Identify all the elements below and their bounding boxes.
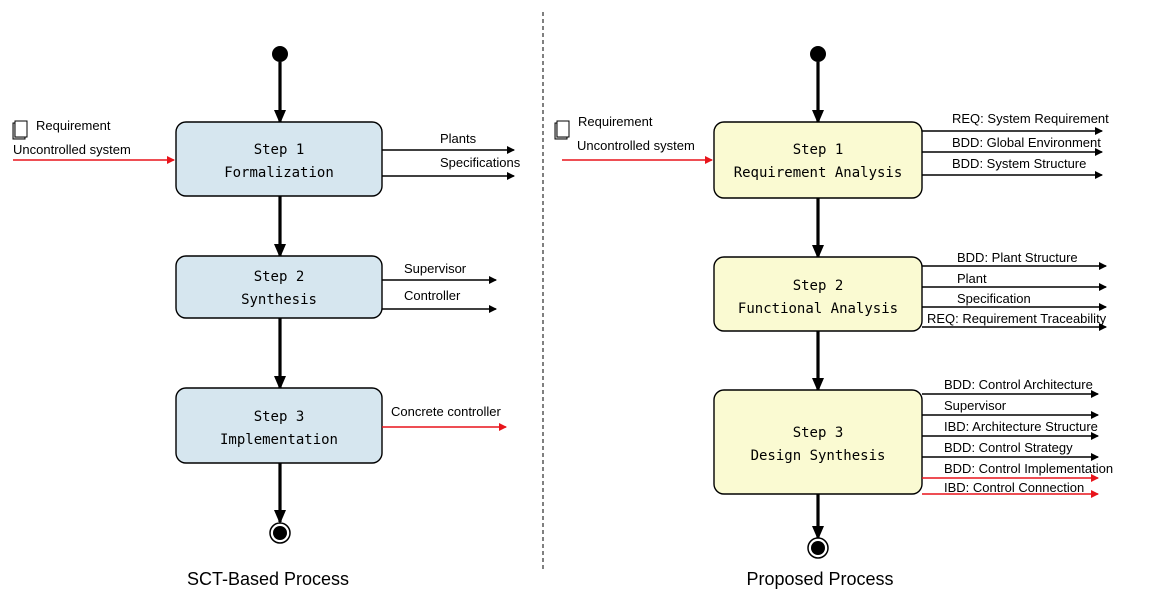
left-step1-title: Step 1 [254, 142, 305, 158]
right-step3-title: Step 3 [793, 425, 844, 441]
left-caption: SCT-Based Process [187, 569, 349, 589]
right-end-node [807, 537, 829, 559]
right-step3-output-2: IBD: Architecture Structure [944, 419, 1098, 434]
right-step2-name: Functional Analysis [738, 301, 898, 317]
left-step2-output-0: Supervisor [404, 261, 467, 276]
left-step2-box [175, 255, 383, 319]
left-step2-name: Synthesis [241, 292, 317, 308]
right-document-icon [554, 120, 570, 140]
right-step3-output-1: Supervisor [944, 398, 1007, 413]
right-step1-box [713, 121, 923, 199]
right-step3-name: Design Synthesis [751, 448, 886, 464]
left-step1-box [175, 121, 383, 197]
left-process: Requirement Uncontrolled system Step 1 F… [12, 46, 521, 589]
right-start-node [810, 46, 826, 62]
right-step1-output-1: BDD: Global Environment [952, 135, 1101, 150]
left-end-node [269, 522, 291, 544]
left-start-node [272, 46, 288, 62]
right-process: Requirement Uncontrolled system Step 1 R… [554, 46, 1113, 589]
left-step2-output-1: Controller [404, 288, 461, 303]
left-step3-name: Implementation [220, 432, 338, 448]
left-step3-output-0: Concrete controller [391, 404, 501, 419]
right-caption: Proposed Process [746, 569, 893, 589]
left-input-requirement: Requirement [36, 118, 111, 133]
left-document-icon [12, 120, 28, 140]
left-step1-output-0: Plants [440, 131, 477, 146]
right-step3-output-5: IBD: Control Connection [944, 480, 1084, 495]
left-input-uncontrolled: Uncontrolled system [13, 142, 131, 157]
right-step2-output-3: REQ: Requirement Traceability [927, 311, 1107, 326]
right-input-uncontrolled: Uncontrolled system [577, 138, 695, 153]
right-step2-output-0: BDD: Plant Structure [957, 250, 1078, 265]
left-step1-name: Formalization [224, 165, 334, 181]
right-step2-box [713, 256, 923, 332]
right-step2-output-1: Plant [957, 271, 987, 286]
left-step1-output-1: Specifications [440, 155, 521, 170]
right-step3-box [713, 389, 923, 495]
right-step1-name: Requirement Analysis [734, 165, 903, 181]
right-step3-output-3: BDD: Control Strategy [944, 440, 1073, 455]
right-step3-output-4: BDD: Control Implementation [944, 461, 1113, 476]
left-step2-title: Step 2 [254, 269, 305, 285]
right-step1-title: Step 1 [793, 142, 844, 158]
right-step3-output-0: BDD: Control Architecture [944, 377, 1093, 392]
right-step1-output-0: REQ: System Requirement [952, 111, 1109, 126]
left-step3-box [175, 387, 383, 464]
right-step2-title: Step 2 [793, 278, 844, 294]
right-step1-output-2: BDD: System Structure [952, 156, 1086, 171]
right-input-requirement: Requirement [578, 114, 653, 129]
right-step2-output-2: Specification [957, 291, 1031, 306]
left-step3-title: Step 3 [254, 409, 305, 425]
